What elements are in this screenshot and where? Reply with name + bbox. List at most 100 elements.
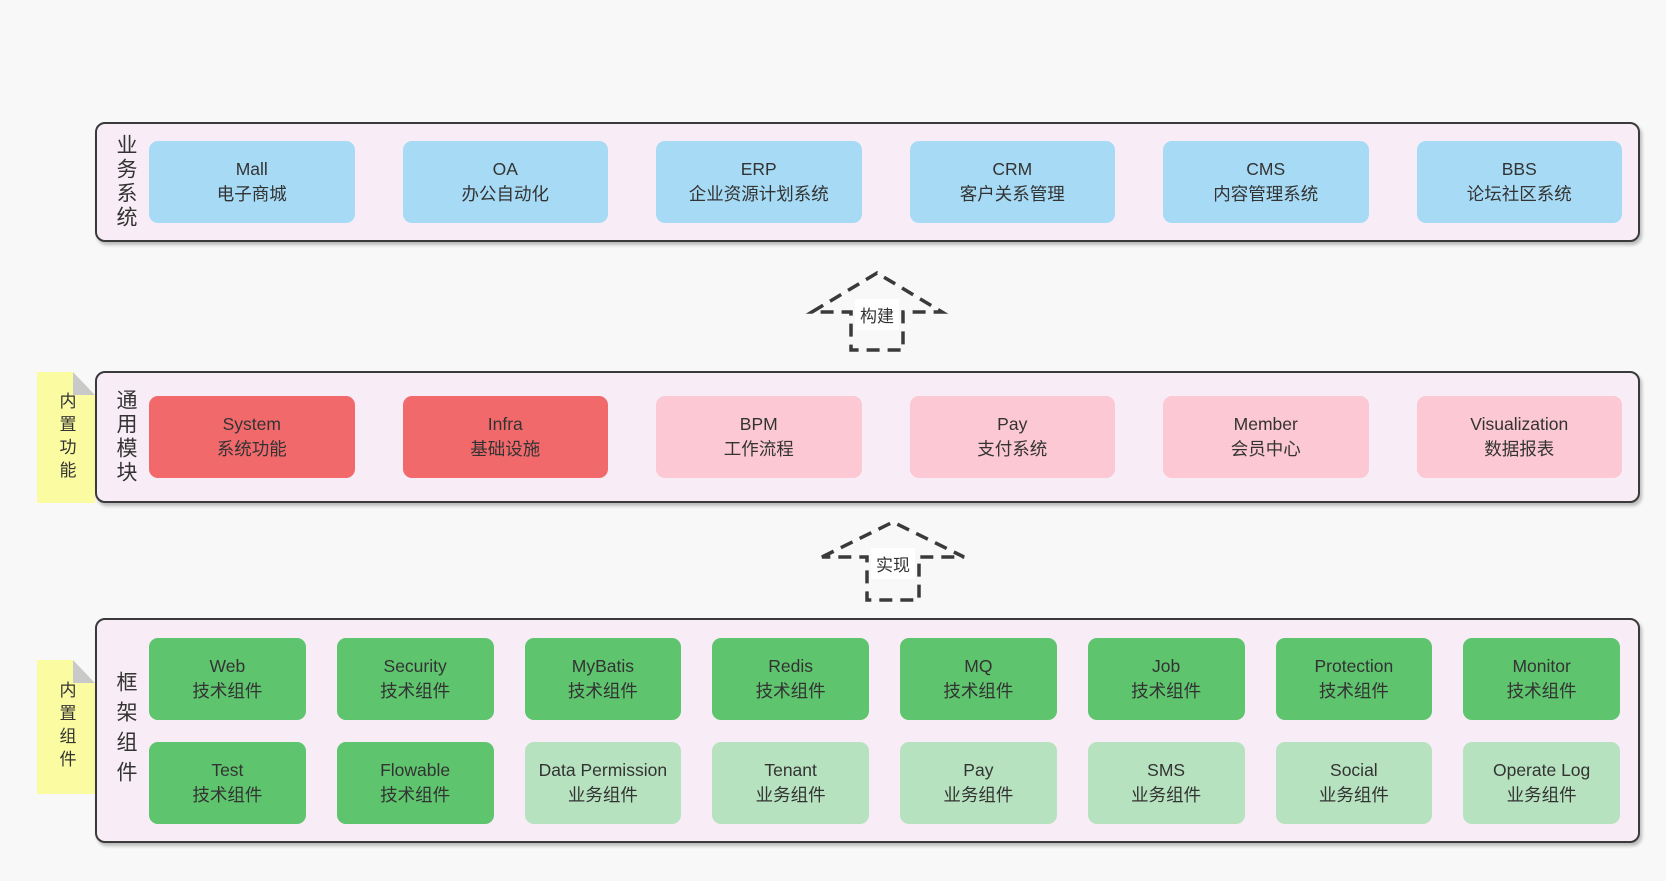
builtin-features-note: 内置功能: [37, 372, 95, 503]
box-data-permission: Data Permission 业务组件: [524, 741, 682, 824]
box-subtitle: 客户关系管理: [959, 184, 1065, 204]
box-title: Web: [209, 655, 246, 676]
business-systems-container: 业务系统 Mall 电子商城 OA 办公自动化 ERP 企业资源计划系统 CRM…: [95, 122, 1640, 242]
box-subtitle: 技术组件: [755, 680, 826, 701]
box-title: BPM: [739, 414, 778, 434]
box-infra: Infra 基础设施: [402, 396, 608, 478]
box-title: Pay: [997, 414, 1028, 434]
common-modules-label: 通用模块: [114, 389, 137, 485]
note-fold-icon: [73, 660, 95, 683]
box-subtitle: 技术组件: [1131, 680, 1202, 701]
box-erp: ERP 企业资源计划系统: [656, 141, 862, 223]
box-mq: MQ 技术组件: [900, 637, 1057, 720]
framework-components-rows: Web 技术组件 Security 技术组件 MyBatis 技术组件 Redi…: [149, 620, 1620, 841]
box-subtitle: 系统功能: [216, 439, 287, 459]
box-title: Pay: [963, 759, 994, 780]
box-title: Operate Log: [1492, 759, 1591, 780]
box-title: SMS: [1147, 759, 1186, 780]
biz-components-row: Test 技术组件 Flowable 技术组件 Data Permission …: [149, 741, 1620, 824]
box-pay-component: Pay 业务组件: [900, 741, 1057, 824]
note-fold-icon: [73, 372, 95, 395]
box-subtitle: 技术组件: [192, 784, 263, 805]
box-title: Test: [211, 759, 244, 780]
box-title: Mall: [235, 159, 268, 179]
box-flowable: Flowable 技术组件: [336, 741, 494, 824]
box-title: CRM: [992, 159, 1033, 179]
box-subtitle: 技术组件: [1506, 680, 1577, 701]
business-systems-row: Mall 电子商城 OA 办公自动化 ERP 企业资源计划系统 CRM 客户关系…: [149, 124, 1622, 240]
box-redis: Redis 技术组件: [712, 637, 869, 720]
box-social: Social 业务组件: [1275, 741, 1433, 824]
box-title: Infra: [487, 414, 523, 434]
implement-arrow-label: 实现: [871, 548, 915, 579]
framework-components-container: 框架组件 Web 技术组件 Security 技术组件 MyBatis 技术组件…: [95, 618, 1640, 843]
implement-arrow-icon: [821, 520, 965, 602]
box-title: MyBatis: [571, 655, 634, 676]
framework-components-label: 框架组件: [114, 670, 137, 791]
box-pay-module: Pay 支付系统: [909, 396, 1115, 478]
builtin-components-note-text: 内置组件: [56, 681, 76, 773]
box-member: Member 会员中心: [1163, 396, 1369, 478]
box-monitor: Monitor 技术组件: [1463, 637, 1620, 720]
box-subtitle: 技术组件: [943, 680, 1014, 701]
box-oa: OA 办公自动化: [402, 141, 608, 223]
box-title: Data Permission: [538, 759, 668, 780]
box-title: ERP: [740, 159, 777, 179]
box-title: MQ: [964, 655, 993, 676]
box-title: Flowable: [380, 759, 451, 780]
box-subtitle: 业务组件: [1506, 784, 1577, 805]
box-subtitle: 办公自动化: [461, 184, 550, 204]
box-title: Redis: [768, 655, 813, 676]
box-title: Tenant: [764, 759, 817, 780]
box-subtitle: 业务组件: [755, 784, 826, 805]
box-title: Social: [1330, 759, 1378, 780]
box-subtitle: 技术组件: [380, 680, 451, 701]
box-bpm: BPM 工作流程: [656, 396, 862, 478]
box-protection: Protection 技术组件: [1275, 637, 1433, 720]
box-title: Member: [1233, 414, 1298, 434]
box-subtitle: 电子商城: [216, 184, 287, 204]
box-subtitle: 技术组件: [192, 680, 263, 701]
box-subtitle: 支付系统: [977, 439, 1048, 459]
box-subtitle: 基础设施: [470, 439, 541, 459]
box-title: OA: [492, 159, 518, 179]
box-title: CMS: [1246, 159, 1286, 179]
build-arrow-label: 构建: [855, 299, 899, 330]
box-title: Protection: [1314, 655, 1394, 676]
box-security: Security 技术组件: [336, 637, 494, 720]
box-sms: SMS 业务组件: [1087, 741, 1245, 824]
box-subtitle: 数据报表: [1484, 439, 1555, 459]
box-title: Job: [1152, 655, 1181, 676]
box-test: Test 技术组件: [149, 741, 306, 824]
box-operate-log: Operate Log 业务组件: [1463, 741, 1620, 824]
box-subtitle: 业务组件: [1318, 784, 1389, 805]
box-title: Security: [383, 655, 447, 676]
box-mall: Mall 电子商城: [149, 141, 355, 223]
box-web: Web 技术组件: [149, 637, 306, 720]
box-subtitle: 技术组件: [380, 784, 451, 805]
builtin-components-note: 内置组件: [37, 660, 95, 794]
box-tenant: Tenant 业务组件: [712, 741, 869, 824]
box-subtitle: 企业资源计划系统: [688, 184, 829, 204]
business-systems-label: 业务系统: [114, 134, 137, 230]
common-modules-row: System 系统功能 Infra 基础设施 BPM 工作流程 Pay 支付系统…: [149, 373, 1622, 501]
box-subtitle: 工作流程: [723, 439, 794, 459]
box-system: System 系统功能: [149, 396, 355, 478]
box-subtitle: 业务组件: [1131, 784, 1202, 805]
build-arrow-icon: [805, 270, 949, 352]
box-title: Visualization: [1470, 414, 1569, 434]
box-subtitle: 技术组件: [567, 680, 638, 701]
tech-components-row: Web 技术组件 Security 技术组件 MyBatis 技术组件 Redi…: [149, 637, 1620, 720]
box-subtitle: 会员中心: [1230, 439, 1301, 459]
box-subtitle: 内容管理系统: [1213, 184, 1319, 204]
box-title: BBS: [1501, 159, 1537, 179]
box-mybatis: MyBatis 技术组件: [524, 637, 682, 720]
box-subtitle: 论坛社区系统: [1466, 184, 1572, 204]
box-visualization: Visualization 数据报表: [1416, 396, 1622, 478]
common-modules-container: 通用模块 System 系统功能 Infra 基础设施 BPM 工作流程 Pay…: [95, 371, 1640, 503]
box-title: System: [222, 414, 281, 434]
box-title: Monitor: [1512, 655, 1571, 676]
box-subtitle: 业务组件: [567, 784, 638, 805]
builtin-features-note-text: 内置功能: [56, 391, 76, 484]
box-cms: CMS 内容管理系统: [1163, 141, 1369, 223]
